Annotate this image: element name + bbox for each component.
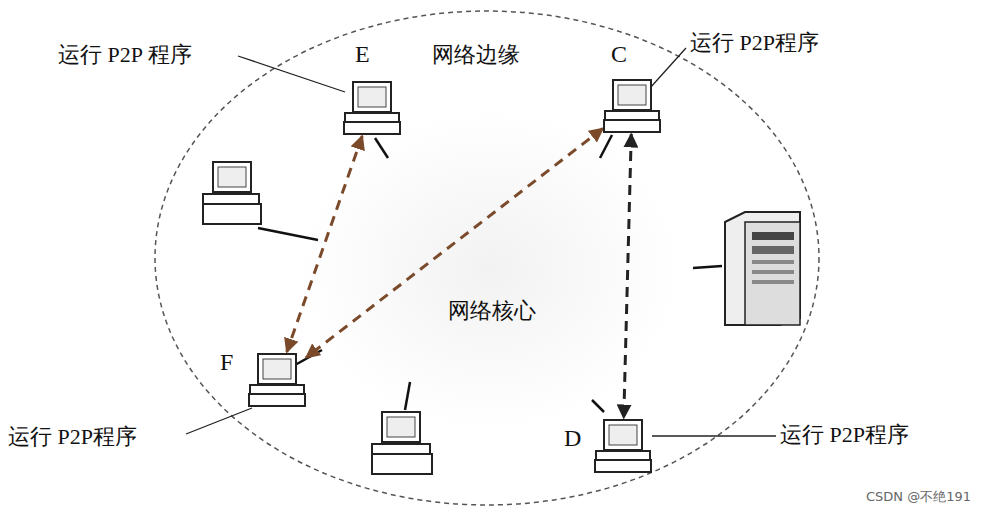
- host-computer: D: [594, 418, 652, 474]
- host-computer: E: [343, 80, 401, 136]
- computer-icon: [594, 418, 652, 474]
- host-letter: D: [564, 426, 581, 450]
- annotation-label: 网络核心: [448, 300, 536, 322]
- server: [725, 212, 800, 325]
- access-links: [258, 135, 722, 412]
- computer-icon: [343, 80, 401, 136]
- host-computer: C: [603, 78, 661, 134]
- host-letter: C: [611, 42, 627, 66]
- p2p-connection: [306, 128, 603, 357]
- host-computer: F: [248, 352, 306, 408]
- computer-icon: [603, 78, 661, 134]
- host-letter: E: [355, 42, 370, 66]
- network-core-area: [300, 110, 680, 430]
- annotation-label: 网络边缘: [432, 44, 520, 66]
- annotation-label: 运行 P2P程序: [690, 32, 819, 54]
- annotation-label: 运行 P2P 程序: [58, 44, 192, 66]
- watermark: CSDN @不绝191: [866, 490, 971, 503]
- annotation-label: 运行 P2P程序: [8, 426, 137, 448]
- plain-computer: [203, 162, 261, 224]
- p2p-connection: [624, 134, 632, 418]
- host-letter: F: [220, 350, 233, 374]
- leader-lines: [186, 48, 776, 436]
- network-edge-outline: [155, 11, 819, 505]
- computer-icon: [248, 352, 306, 408]
- annotation-label: 运行 P2P程序: [780, 424, 909, 446]
- plain-computer: [372, 412, 432, 474]
- p2p-connection: [287, 136, 362, 352]
